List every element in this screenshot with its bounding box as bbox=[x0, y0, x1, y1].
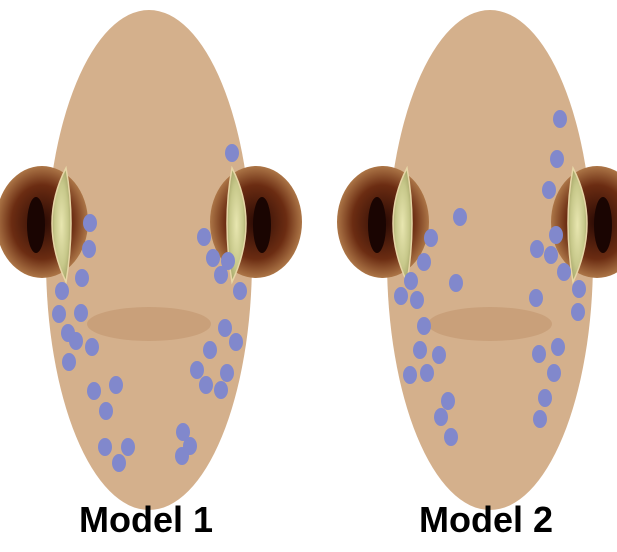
electrode-dot bbox=[52, 305, 66, 323]
electrode-dot bbox=[74, 304, 88, 322]
electrode-dot bbox=[62, 353, 76, 371]
electrode-dot bbox=[553, 110, 567, 128]
electrode-dot bbox=[550, 150, 564, 168]
electrode-dot bbox=[441, 392, 455, 410]
electrode-dot bbox=[75, 269, 89, 287]
electrode-dot bbox=[529, 289, 543, 307]
electrode-dot bbox=[417, 317, 431, 335]
ear-canal-shape bbox=[253, 197, 271, 253]
electrode-dot bbox=[99, 402, 113, 420]
electrode-dot bbox=[83, 214, 97, 232]
model-2-head-group bbox=[337, 10, 617, 510]
electrode-dot bbox=[121, 438, 135, 456]
ear-canal-shape bbox=[594, 197, 612, 253]
electrode-dot bbox=[413, 341, 427, 359]
mouth-shape bbox=[87, 307, 211, 341]
electrode-dot bbox=[549, 226, 563, 244]
mouth-shape bbox=[428, 307, 552, 341]
electrode-dot bbox=[98, 438, 112, 456]
electrode-dot bbox=[532, 345, 546, 363]
electrode-dot bbox=[449, 274, 463, 292]
model-1-label: Model 1 bbox=[46, 500, 246, 540]
electrode-dot bbox=[417, 253, 431, 271]
electrode-dot bbox=[404, 272, 418, 290]
ear-canal-shape bbox=[368, 197, 386, 253]
electrode-dot bbox=[434, 408, 448, 426]
electrode-dot bbox=[199, 376, 213, 394]
electrode-dot bbox=[538, 389, 552, 407]
model-2-label: Model 2 bbox=[386, 500, 586, 540]
electrode-dot bbox=[544, 246, 558, 264]
electrode-dot bbox=[69, 332, 83, 350]
electrode-dot bbox=[542, 181, 556, 199]
electrode-dot bbox=[233, 282, 247, 300]
electrode-dot bbox=[551, 338, 565, 356]
electrode-dot bbox=[410, 291, 424, 309]
electrode-dot bbox=[87, 382, 101, 400]
electrode-dot bbox=[530, 240, 544, 258]
electrode-dot bbox=[214, 381, 228, 399]
electrode-dot bbox=[432, 346, 446, 364]
electrode-dot bbox=[394, 287, 408, 305]
electrode-dot bbox=[109, 376, 123, 394]
electrode-dot bbox=[557, 263, 571, 281]
electrode-dot bbox=[197, 228, 211, 246]
electrode-dot bbox=[218, 319, 232, 337]
model-1-head-group bbox=[0, 10, 302, 510]
electrode-dot bbox=[571, 303, 585, 321]
electrode-dot bbox=[420, 364, 434, 382]
electrode-dot bbox=[444, 428, 458, 446]
electrode-dot bbox=[220, 364, 234, 382]
electrode-dot bbox=[206, 249, 220, 267]
electrode-dot bbox=[112, 454, 126, 472]
electrode-dot bbox=[572, 280, 586, 298]
electrode-dot bbox=[547, 364, 561, 382]
electrode-dot bbox=[229, 333, 243, 351]
ear-canal-shape bbox=[27, 197, 45, 253]
electrode-dot bbox=[175, 447, 189, 465]
electrode-dot bbox=[203, 341, 217, 359]
electrode-dot bbox=[403, 366, 417, 384]
electrode-dot bbox=[453, 208, 467, 226]
electrode-dot bbox=[225, 144, 239, 162]
electrode-dot bbox=[533, 410, 547, 428]
electrode-dot bbox=[85, 338, 99, 356]
electrode-dot bbox=[55, 282, 69, 300]
electrode-dot bbox=[221, 252, 235, 270]
electrode-dot bbox=[82, 240, 96, 258]
electrode-dot bbox=[190, 361, 204, 379]
electrode-dot bbox=[424, 229, 438, 247]
